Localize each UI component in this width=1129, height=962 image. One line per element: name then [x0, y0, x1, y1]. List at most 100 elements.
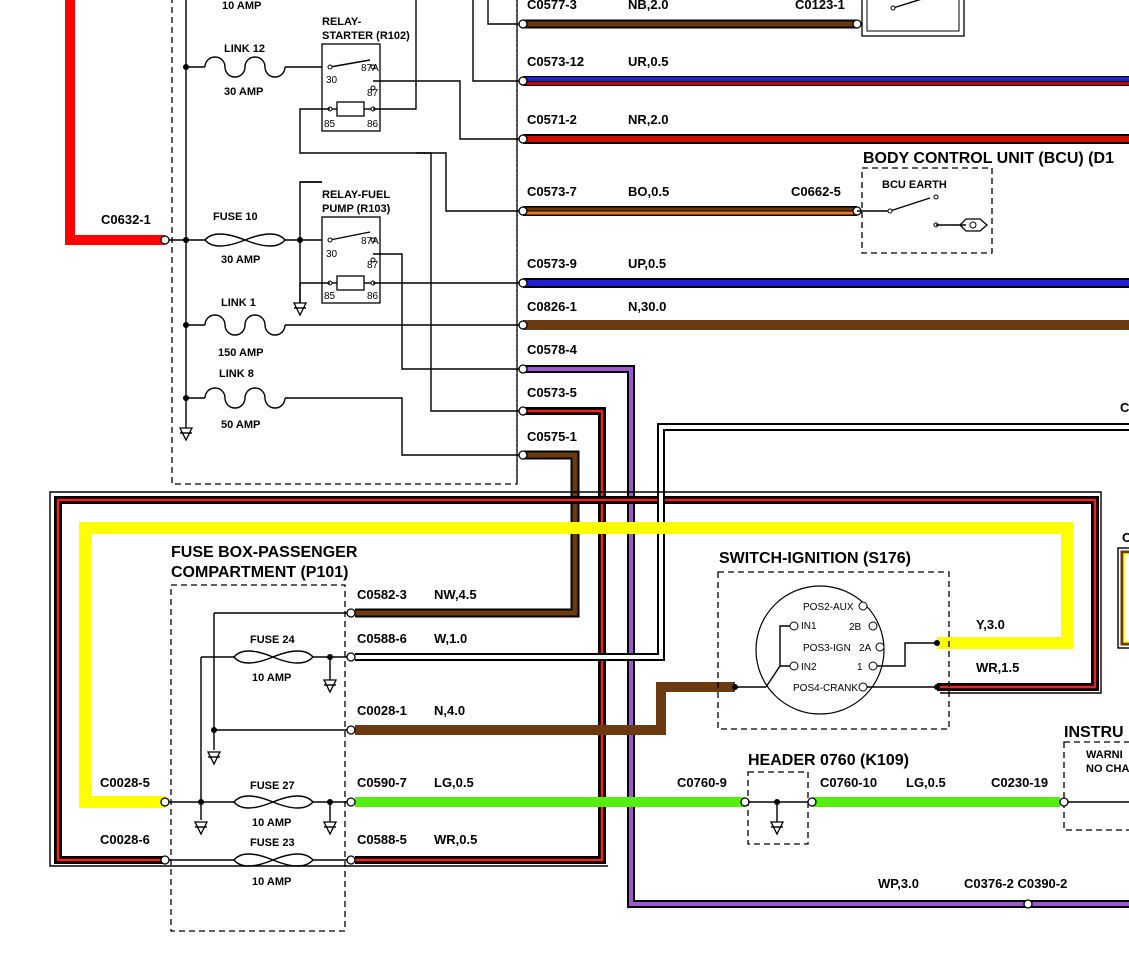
- label-pos4-crank: POS4-CRANK: [793, 683, 858, 694]
- link-12: [183, 56, 322, 78]
- wire-bo: [416, 152, 523, 212]
- label-c0573-5: C0573-5: [527, 385, 577, 400]
- label-link-8-amp: 50 AMP: [221, 419, 260, 431]
- header-k109: [740, 771, 817, 845]
- label-c0230-19: C0230-19: [991, 775, 1048, 790]
- label-c0632-1: C0632-1: [101, 212, 151, 227]
- label-2a: 2A: [859, 643, 872, 654]
- label-nr-2-0: NR,2.0: [628, 112, 668, 127]
- label-in1: IN1: [801, 621, 817, 632]
- ground-icon: [206, 751, 222, 766]
- label-n-30-0: N,30.0: [628, 299, 666, 314]
- label-c0123-1: C0123-1: [795, 0, 845, 12]
- label-fuse-10-amp: 30 AMP: [221, 254, 260, 266]
- label-fuse-10: FUSE 10: [213, 211, 258, 223]
- label-bcu-earth: BCU EARTH: [882, 179, 947, 191]
- label-nb-2-0: NB,2.0: [628, 0, 668, 12]
- ground-icon: [292, 302, 308, 317]
- right-partial-component: [1117, 547, 1129, 649]
- label-c0028-1: C0028-1: [357, 703, 407, 718]
- label-ur-0-5: UR,0.5: [628, 54, 668, 69]
- relay-starter: [321, 43, 381, 132]
- link-1: [183, 314, 523, 336]
- wire-c0578-4: [523, 365, 1129, 908]
- label-instrument-title: INSTRU: [1064, 724, 1124, 741]
- pin-86-b: 86: [367, 291, 379, 302]
- pin-30-b: 30: [326, 249, 338, 260]
- label-c0376-2-c0390-2: C0376-2 C0390-2: [964, 876, 1067, 891]
- label-bcu-title: BODY CONTROL UNIT (BCU) (D1: [863, 150, 1114, 167]
- label-fuse-box-title-1: FUSE BOX-PASSENGER: [171, 544, 358, 561]
- lower-frame: [49, 491, 1102, 867]
- label-c0573-12: C0573-12: [527, 54, 584, 69]
- label-w-1-0: W,1.0: [434, 631, 467, 646]
- relay-fuel-pump: [321, 216, 381, 304]
- top-bracket: [487, 0, 523, 25]
- label-c0578-4: C0578-4: [527, 342, 578, 357]
- label-relay-fuel-2: PUMP (R103): [322, 203, 391, 215]
- label-y-3-0: Y,3.0: [976, 617, 1005, 632]
- label-link-1: LINK 1: [221, 297, 256, 309]
- label-c0588-6: C0588-6: [357, 631, 407, 646]
- wire-c0588-6: [355, 423, 1129, 661]
- label-fuse-24: FUSE 24: [250, 634, 296, 646]
- label-lg-0-5-a: LG,0.5: [434, 775, 474, 790]
- label-c-right: C: [1120, 400, 1129, 415]
- bcu-box: [857, 167, 993, 254]
- label-pos2-aux: POS2-AUX: [803, 602, 854, 613]
- label-fuse-23: FUSE 23: [250, 837, 295, 849]
- label-fuse-24-amp: 10 AMP: [252, 672, 291, 684]
- fuse-10: [160, 233, 322, 247]
- label-in2: IN2: [801, 662, 817, 673]
- instrument-box: [1059, 741, 1129, 831]
- wire-y-loop: [79, 522, 1073, 808]
- wire-r102-87: [373, 80, 523, 140]
- label-wp-3-0: WP,3.0: [878, 876, 919, 891]
- pin-85-a: 85: [324, 119, 336, 130]
- label-c0760-9: C0760-9: [677, 775, 727, 790]
- label-link-1-amp: 150 AMP: [218, 347, 263, 359]
- pin-30-a: 30: [326, 75, 338, 86]
- pin-87-a: 87: [367, 88, 379, 99]
- ground-icon: [178, 427, 194, 442]
- label-link-12-amp: 30 AMP: [224, 86, 263, 98]
- ground-icon: [193, 821, 209, 836]
- label-c0662-5: C0662-5: [791, 184, 841, 199]
- label-relay-fuel-1: RELAY-FUEL: [322, 189, 390, 201]
- pin-87a-b: 87A: [361, 236, 379, 247]
- label-link-12: LINK 12: [224, 43, 265, 55]
- label-c0571-2: C0571-2: [527, 112, 577, 127]
- label-fuse-27: FUSE 27: [250, 780, 295, 792]
- label-pin-1: 1: [857, 662, 863, 673]
- label-relay-starter-1: RELAY-: [322, 16, 362, 28]
- wire-c0028-1: [355, 682, 735, 735]
- wire-red-feed: [65, 0, 165, 245]
- label-link-8: LINK 8: [219, 368, 254, 380]
- label-fuse-23-amp: 10 AMP: [252, 876, 291, 888]
- label-c0590-7: C0590-7: [357, 775, 407, 790]
- label-c0577-3: C0577-3: [527, 0, 577, 12]
- label-c0573-9: C0573-9: [527, 256, 577, 271]
- label-c-right-2: C: [1122, 530, 1129, 545]
- switch-ignition: [717, 571, 950, 730]
- label-bo-0-5: BO,0.5: [628, 184, 669, 199]
- label-pos3-ign: POS3-IGN: [803, 643, 851, 654]
- wire-r103-87: [373, 253, 523, 370]
- label-warning: WARNI: [1086, 749, 1123, 761]
- label-no-charge: NO CHA: [1086, 763, 1129, 775]
- label-c0028-6: C0028-6: [100, 832, 150, 847]
- connector-pins-passenger: [160, 608, 356, 865]
- label-wr-0-5: WR,0.5: [434, 832, 477, 847]
- label-10-amp-top: 10 AMP: [222, 0, 261, 12]
- wire-c0573-7: [523, 206, 857, 216]
- label-c0573-7: C0573-7: [527, 184, 577, 199]
- label-wr-1-5: WR,1.5: [976, 660, 1019, 675]
- label-switch-title: SWITCH-IGNITION (S176): [719, 550, 911, 567]
- label-header-title: HEADER 0760 (K109): [748, 752, 909, 769]
- label-relay-starter-2: STARTER (R102): [322, 30, 410, 42]
- pin-87a-a: 87A: [361, 63, 379, 74]
- label-lg-0-5-b: LG,0.5: [906, 775, 946, 790]
- wire-r103-feed: [299, 181, 322, 240]
- pin-86-a: 86: [367, 119, 379, 130]
